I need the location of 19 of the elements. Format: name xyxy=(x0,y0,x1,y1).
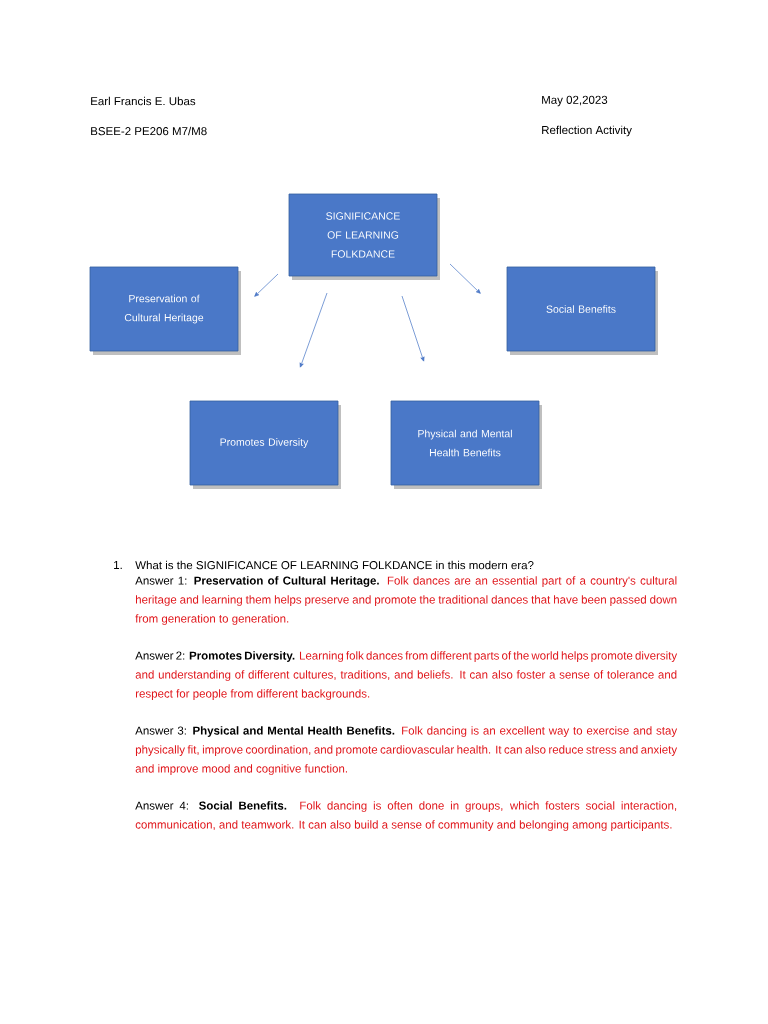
process-box: Preservation of Cultural Heritage xyxy=(89,266,241,355)
header-text: May 02,2023 xyxy=(542,95,608,107)
question-text: What is the SIGNIFICANCE OF LEARNING FOLKDANCE in this modern era? xyxy=(135,560,534,570)
header-text: Earl Francis E. Ubas xyxy=(91,96,196,106)
header-text: BSEE-2 PE206 M7/M8 xyxy=(91,126,207,136)
arrow xyxy=(449,263,481,294)
answer-paragraph: Answer 3: Physical and Mental Health Benefits. Folk dancing is an excellent way to exercise and stay physically fit, improve coordination, and promote cardiovascular health. It can also reduce stress and anxiety and improve mood and cognitive function. xyxy=(135,726,678,775)
arrow xyxy=(299,292,328,368)
process-box: Social Benefits xyxy=(506,266,658,355)
arrow xyxy=(401,295,425,362)
answer-paragraph: Answer 2: Promotes Diversity. Learning folk dances from different parts of the world helps promote diversity and understanding of different cultures, traditions, and beliefs. It can also foster a sense of tolerance and respect for people from different backgrounds. xyxy=(135,651,678,700)
header-text: Reflection Activity xyxy=(542,125,632,137)
arrow xyxy=(254,273,279,297)
answer-paragraph: Answer 1: Preservation of Cultural Heritage. Folk dances are an essential part of a country's cultural heritage and learning them helps preserve and promote the traditional dances that have been passed down from generation to generation. xyxy=(135,576,677,625)
answer-paragraph: Answer 4: Social Benefits. Folk dancing is often done in groups, which fosters social interaction, communication, and teamwork. It can also build a sense of community and belonging among participants. xyxy=(135,801,677,831)
list-number: 1. xyxy=(114,561,122,569)
process-box: Physical and Mental Health Benefits xyxy=(390,400,542,489)
process-box: Promotes Diversity xyxy=(189,400,341,489)
process-box: SIGNIFICANCE OF LEARNING FOLKDANCE xyxy=(288,193,440,280)
